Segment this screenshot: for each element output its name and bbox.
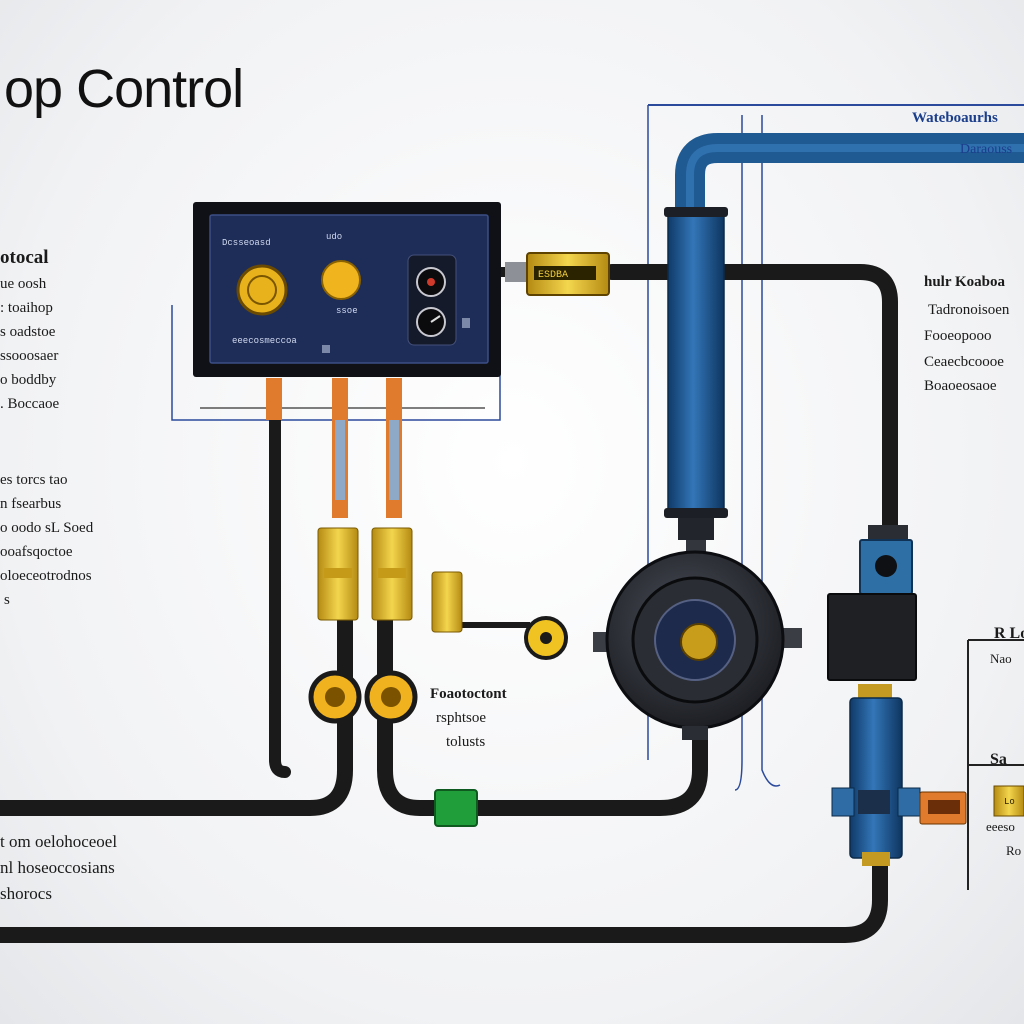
header-label-1: Wateboaurhs xyxy=(912,110,998,126)
left-annotation-3-line: t om oelohoceoel xyxy=(0,832,118,851)
left-annotation-1-line: ssooosaer xyxy=(0,348,59,364)
centrifugal-pump xyxy=(593,550,802,740)
control-knob-large[interactable] xyxy=(236,264,288,316)
left-annotation-2-line: o oodo sL Soed xyxy=(0,520,94,536)
right-lower-label-3: Sa xyxy=(990,751,1007,768)
header-label-2: Daraouss xyxy=(960,142,1013,157)
blue-valve-assembly xyxy=(831,697,1024,866)
solenoid-tag: ESDBA xyxy=(538,270,568,281)
left-annotation-3-line: nl hoseoccosians xyxy=(0,858,115,877)
center-annotation-line: tolusts xyxy=(446,734,486,750)
left-annotation-2-line: ooafsqoctoe xyxy=(0,544,73,560)
right-annotation-line: Fooeopooo xyxy=(924,328,992,344)
black-pipe-network xyxy=(0,264,898,943)
left-annotation-2-line: s xyxy=(4,592,10,608)
center-annotation-line: Foaotoctont xyxy=(430,686,507,702)
left-annotation-1-line: o boddby xyxy=(0,372,57,388)
solenoid-valve xyxy=(505,252,610,296)
center-annotation-line: rsphtsoe xyxy=(436,710,486,726)
right-lower-label-1: R Lo xyxy=(994,625,1024,642)
green-coupling xyxy=(434,789,478,827)
panel-label-top: udo xyxy=(326,232,343,242)
indicator-lamp-yellow xyxy=(321,260,361,300)
left-annotation-2-line: n fsearbus xyxy=(0,496,62,512)
brass-fittings xyxy=(317,527,568,660)
right-annotation-line: Ceaecbcoooe xyxy=(924,354,1004,370)
right-annotation-line: Boaoeosaoe xyxy=(924,378,997,394)
left-annotation-1-line: : toaihop xyxy=(0,300,53,316)
left-annotation-1-line: s oadstoe xyxy=(0,324,56,340)
panel-label-left: Dcsseoasd xyxy=(222,238,271,248)
control-panel xyxy=(193,202,501,377)
right-lower-label-2: Nao xyxy=(990,651,1012,666)
left-annotation-2-line: oloeceotrodnos xyxy=(0,568,92,584)
left-annotation-1-heading: otocal xyxy=(0,247,49,268)
level-sensor-unit xyxy=(827,525,917,698)
left-annotation-3-line: shorocs xyxy=(0,884,52,903)
blue-pipe xyxy=(664,133,1024,558)
panel-label-bottom: eeecosmeccoa xyxy=(232,336,297,346)
right-lower-label-5: Ro xyxy=(1006,843,1022,858)
right-annotation-line: Tadronoisoen xyxy=(928,302,1010,318)
diagram-title: op Control xyxy=(4,59,244,119)
valve-tag: Lo xyxy=(1004,797,1015,807)
left-annotation-1-line: ue oosh xyxy=(0,276,47,292)
left-annotation-1-line: . Boccaoe xyxy=(0,396,60,412)
copper-lines xyxy=(266,378,402,518)
right-annotation-heading: hulr Koaboa xyxy=(924,274,1005,290)
panel-label-small: ssoe xyxy=(336,306,358,316)
check-valves xyxy=(308,670,418,724)
left-annotation-2-line: es torcs tao xyxy=(0,472,68,488)
right-lower-label-4: eeeso xyxy=(986,819,1015,834)
